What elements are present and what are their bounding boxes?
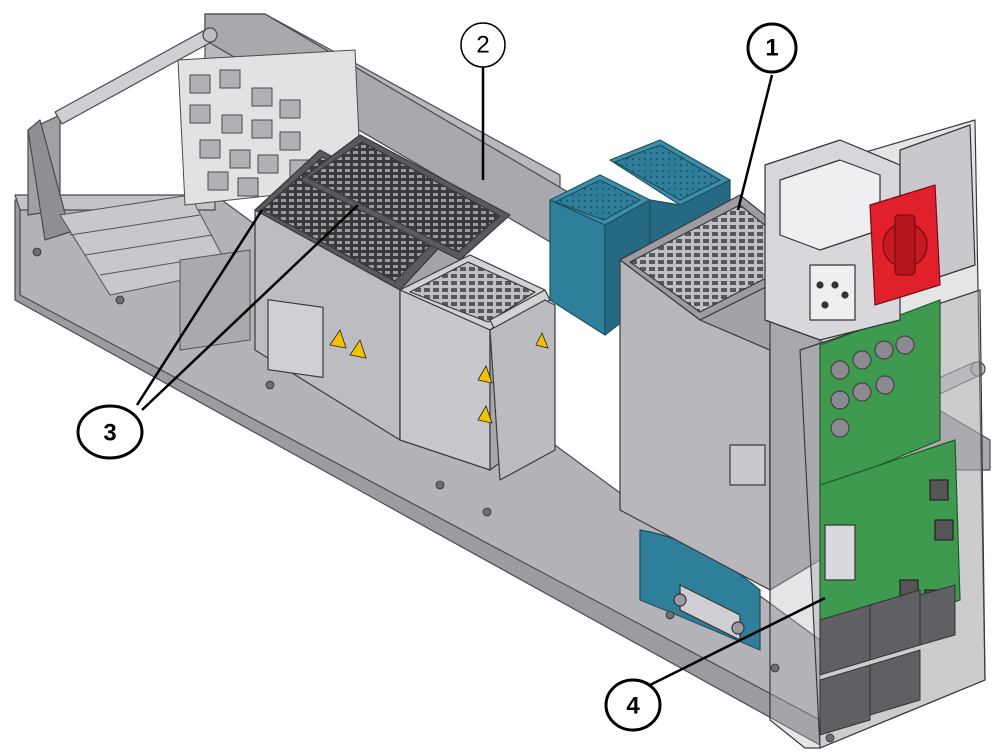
callout-4-label: 4 [626, 693, 640, 720]
red-main-switch [869, 184, 941, 306]
warning-symbols [329, 329, 549, 424]
callout-2: 2 [460, 22, 506, 68]
contactor-block [764, 124, 976, 341]
chassis-screws [32, 247, 835, 743]
callout-4: 4 [604, 678, 662, 732]
leader-line-1 [736, 74, 774, 211]
callout-1-label: 1 [765, 35, 778, 62]
callout-1: 1 [746, 22, 798, 74]
leader-lines [135, 65, 826, 687]
callout-3-label: 3 [103, 420, 116, 447]
heatsink-blocks [819, 584, 956, 736]
bottom-bracket [673, 584, 745, 641]
callout-2-label: 2 [476, 32, 489, 59]
leader-line-4 [649, 596, 826, 687]
converter-unit [619, 194, 821, 591]
callout-3: 3 [76, 404, 144, 460]
din-rails [59, 194, 251, 351]
leader-line-3a [135, 209, 264, 406]
power-modules [254, 134, 556, 481]
leader-line-3b [141, 204, 359, 411]
